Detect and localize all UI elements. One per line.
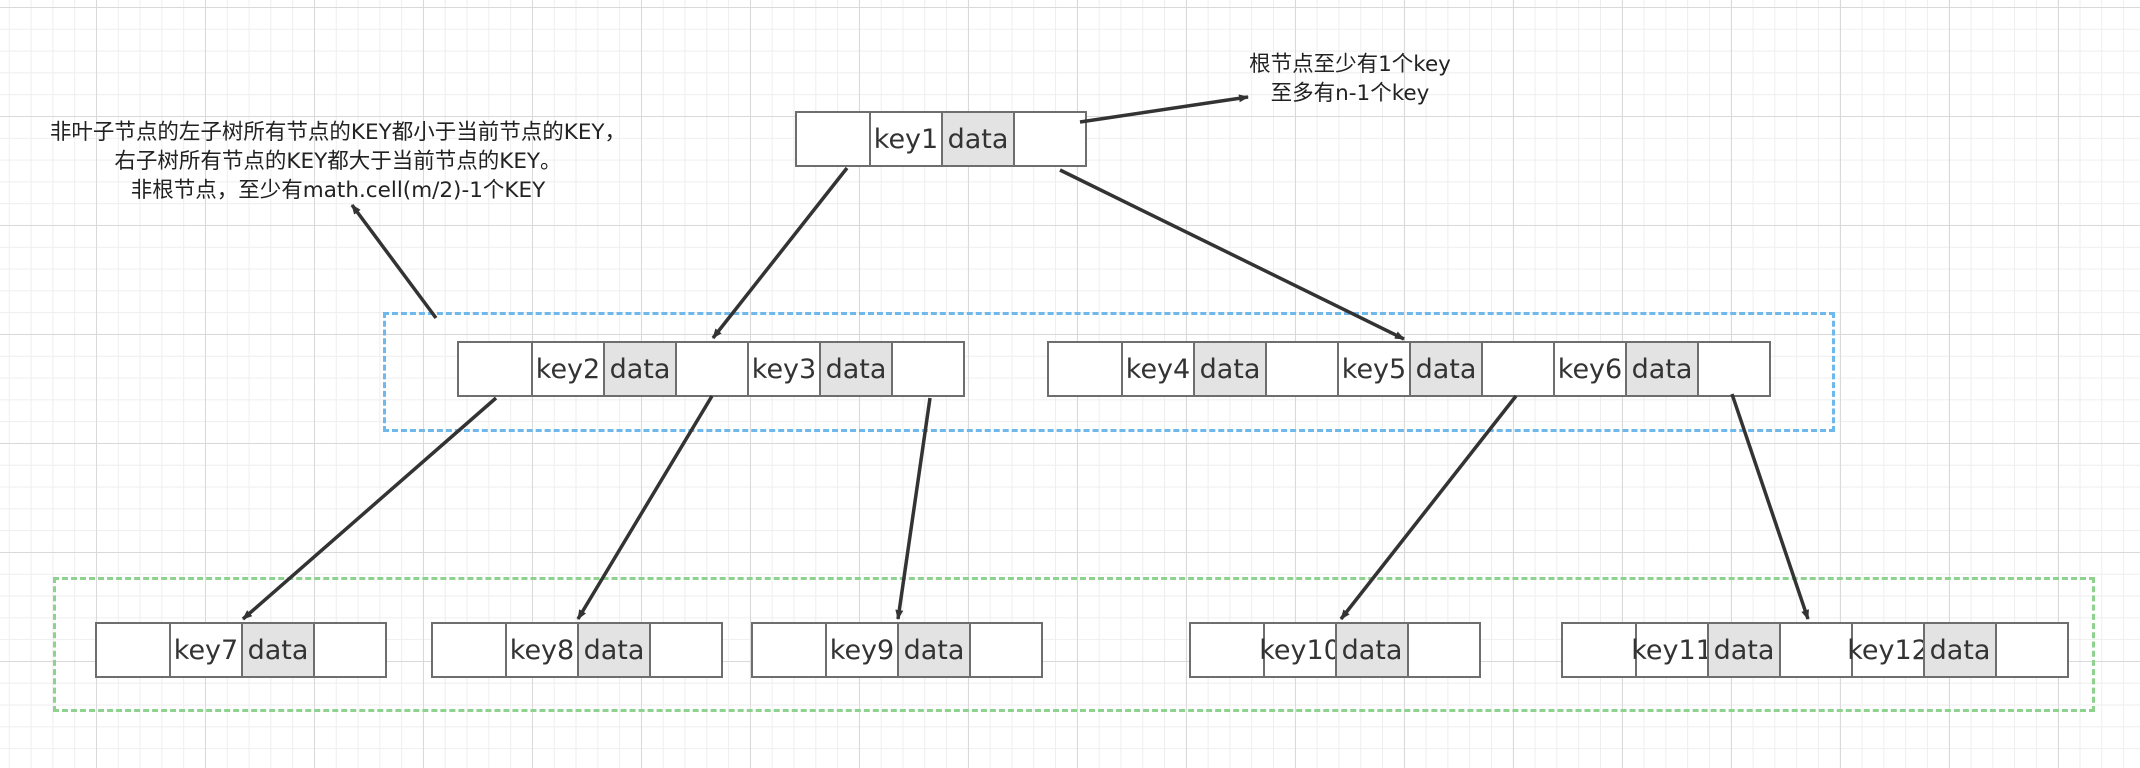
pointer-cell xyxy=(1697,343,1769,395)
pointer-cell xyxy=(1265,343,1337,395)
root-node: key1 data xyxy=(795,111,1087,167)
pointer-cell xyxy=(1481,343,1553,395)
note-line: 右子树所有节点的KEY都大于当前节点的KEY。 xyxy=(114,149,562,174)
leaf-node-1: key7 data xyxy=(95,622,387,678)
data-cell: data xyxy=(577,624,649,676)
data-cell: data xyxy=(1923,624,1995,676)
data-cell: data xyxy=(1707,624,1779,676)
leaf-level-group xyxy=(53,577,2095,712)
data-cell: data xyxy=(941,113,1013,165)
pointer-cell xyxy=(433,624,505,676)
data-cell: data xyxy=(1409,343,1481,395)
internal-node-2: key4 data key5 data key6 data xyxy=(1047,341,1771,397)
key-cell: key12 xyxy=(1847,624,1929,676)
note-line: 至多有n-1个key xyxy=(1270,81,1430,106)
data-cell: data xyxy=(1335,624,1407,676)
root-node-rule-note: 根节点至少有1个key 至多有n-1个key xyxy=(1218,50,1482,108)
data-cell: data xyxy=(1625,343,1697,395)
leaf-node-5: key11 data key12 data xyxy=(1561,622,2069,678)
data-cell: data xyxy=(819,343,891,395)
pointer-cell xyxy=(1013,113,1085,165)
key-cell: key2 xyxy=(531,343,603,395)
pointer-cell xyxy=(1779,624,1851,676)
pointer-cell xyxy=(969,624,1041,676)
key-cell: key8 xyxy=(505,624,577,676)
note-line: 非根节点，至少有math.cell(m/2)-1个KEY xyxy=(130,178,546,203)
data-cell: data xyxy=(1193,343,1265,395)
pointer-cell xyxy=(797,113,869,165)
data-cell: data xyxy=(241,624,313,676)
data-cell: data xyxy=(897,624,969,676)
internal-note-arrow xyxy=(350,203,438,320)
pointer-cell xyxy=(649,624,721,676)
key-cell: key5 xyxy=(1337,343,1409,395)
key-cell: key6 xyxy=(1553,343,1625,395)
key-cell: key7 xyxy=(169,624,241,676)
data-cell: data xyxy=(603,343,675,395)
pointer-cell xyxy=(459,343,531,395)
pointer-cell xyxy=(1049,343,1121,395)
leaf-node-3: key9 data xyxy=(751,622,1043,678)
leaf-node-4: key10 data xyxy=(1189,622,1481,678)
note-line: 根节点至少有1个key xyxy=(1249,52,1451,77)
pointer-cell xyxy=(1407,624,1479,676)
pointer-cell xyxy=(753,624,825,676)
key-cell: key1 xyxy=(869,113,941,165)
pointer-cell xyxy=(1995,624,2067,676)
pointer-cell xyxy=(1191,624,1263,676)
key-cell: key10 xyxy=(1259,624,1341,676)
note-line: 非叶子节点的左子树所有节点的KEY都小于当前节点的KEY， xyxy=(49,120,627,145)
pointer-cell xyxy=(97,624,169,676)
pointer-cell xyxy=(891,343,963,395)
internal-node-rule-note: 非叶子节点的左子树所有节点的KEY都小于当前节点的KEY， 右子树所有节点的KE… xyxy=(28,118,648,205)
pointer-cell xyxy=(313,624,385,676)
leaf-node-2: key8 data xyxy=(431,622,723,678)
pointer-cell xyxy=(1563,624,1635,676)
internal-node-1: key2 data key3 data xyxy=(457,341,965,397)
pointer-cell xyxy=(675,343,747,395)
key-cell: key4 xyxy=(1121,343,1193,395)
key-cell: key9 xyxy=(825,624,897,676)
key-cell: key3 xyxy=(747,343,819,395)
key-cell: key11 xyxy=(1631,624,1713,676)
